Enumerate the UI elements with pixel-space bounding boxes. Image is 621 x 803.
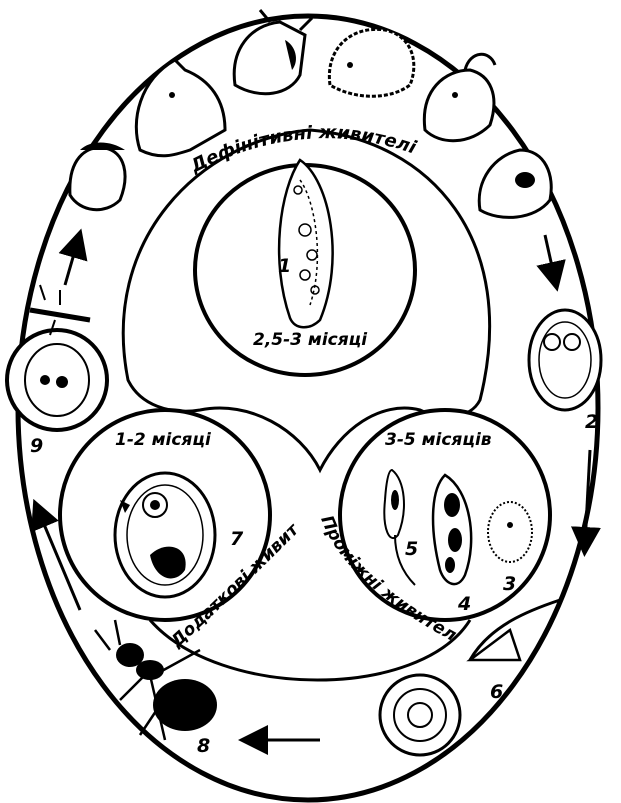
metacercaria-icon <box>113 471 217 599</box>
lower-band <box>148 619 472 682</box>
label-2: 2 <box>585 411 598 433</box>
arrow-to-egg <box>536 234 566 292</box>
egg-icon <box>527 308 603 412</box>
snail-icon <box>378 598 561 757</box>
horse-icon <box>134 58 227 158</box>
arrow-to-human <box>58 228 88 286</box>
small-ant-icon <box>29 284 91 336</box>
arrow-to-cyst <box>31 498 82 611</box>
arrow-to-snail <box>570 449 601 557</box>
pig-icon <box>477 148 553 219</box>
label-9: 9 <box>30 435 43 457</box>
label-5: 5 <box>405 538 418 560</box>
goat-icon <box>422 52 497 143</box>
miracidium-icon <box>487 501 533 563</box>
label-7: 7 <box>230 528 244 550</box>
label-3: 3 <box>503 573 516 595</box>
snail-stage-duration: 3-5 місяців <box>385 430 492 450</box>
cyst-icon <box>5 328 109 432</box>
adult-fluke-icon <box>277 158 334 329</box>
label-8: 8 <box>197 735 210 757</box>
human-icon <box>68 142 127 212</box>
ant-icon <box>94 619 217 741</box>
sporocyst-icon <box>431 473 473 586</box>
ant-stage-duration: 1-2 місяці <box>115 430 212 450</box>
label-6: 6 <box>490 681 503 703</box>
adult-duration: 2,5-3 місяці <box>253 330 368 350</box>
cercaria-icon <box>383 468 416 586</box>
sheep-icon <box>327 27 416 98</box>
label-4: 4 <box>457 593 471 615</box>
cow-icon <box>232 9 314 96</box>
label-1: 1 <box>278 255 291 277</box>
